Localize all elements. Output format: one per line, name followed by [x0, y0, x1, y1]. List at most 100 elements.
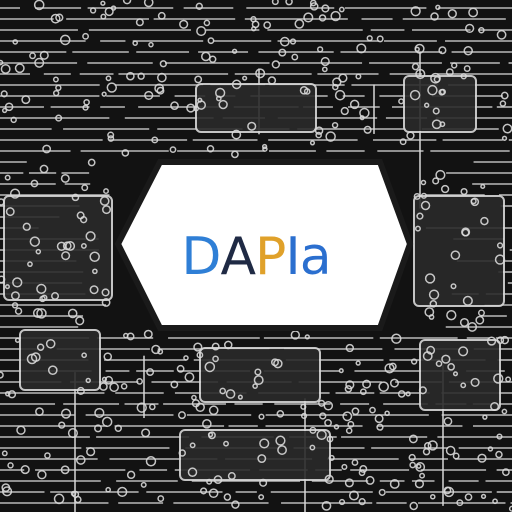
solder-pad [157, 72, 167, 83]
solder-pad [397, 390, 406, 398]
solder-pad [276, 410, 285, 418]
solder-pad [12, 277, 23, 288]
solder-pad [325, 131, 336, 142]
solder-pad [431, 119, 442, 130]
solder-pad [355, 360, 361, 366]
solder-pad [204, 361, 216, 373]
solder-pad [140, 481, 147, 488]
solder-pad [468, 7, 479, 18]
solder-pad [429, 300, 438, 308]
solder-pad [159, 60, 168, 68]
solder-pad [33, 0, 45, 11]
solder-pad [4, 390, 11, 397]
solder-pad [223, 440, 229, 447]
solder-pad [445, 68, 454, 77]
solder-pad [213, 475, 223, 484]
solder-pad [289, 38, 297, 45]
solder-pad [254, 368, 262, 376]
solder-pad [50, 13, 61, 24]
solder-pad [418, 386, 427, 395]
solder-pad [344, 385, 353, 393]
solder-pad [432, 107, 440, 115]
solder-pad [480, 216, 489, 226]
solder-pad [475, 315, 485, 325]
solder-pad [359, 388, 367, 396]
solder-pad [101, 416, 113, 428]
solder-pad [26, 353, 38, 365]
solder-pad [275, 435, 286, 446]
solder-pad [358, 469, 366, 477]
solder-pad [338, 498, 346, 506]
solder-pad [81, 184, 89, 192]
solder-pad [470, 197, 480, 207]
solder-pad [309, 444, 316, 451]
solder-pad [247, 121, 257, 131]
solder-pad [345, 343, 355, 353]
solder-pad [334, 89, 346, 101]
solder-pad [463, 65, 471, 72]
chip-block [419, 339, 501, 411]
solder-pad [36, 343, 45, 351]
solder-pad [318, 14, 327, 22]
solder-pad [271, 0, 279, 6]
solder-pad [151, 136, 159, 144]
solder-pad [103, 352, 113, 361]
solder-pad [71, 490, 80, 498]
solder-pad [82, 104, 89, 111]
solder-pad [101, 376, 108, 382]
solder-pad [109, 382, 119, 393]
solder-pad [356, 43, 367, 54]
solder-pad [101, 288, 110, 297]
solder-pad [0, 371, 4, 379]
solder-pad [9, 188, 21, 199]
solder-pad [399, 138, 407, 146]
solder-pad [1, 107, 8, 114]
solder-pad [347, 420, 355, 428]
solder-pad [86, 447, 96, 457]
solder-pad [378, 488, 386, 496]
solder-pad [120, 383, 128, 390]
solder-pad [126, 332, 135, 341]
solder-pad [424, 273, 436, 284]
solder-pad [342, 411, 353, 422]
solder-pad [22, 222, 31, 231]
solder-pad [419, 472, 426, 479]
solder-pad [389, 378, 399, 388]
solder-pad [414, 479, 425, 489]
solder-pad [348, 490, 360, 501]
solder-pad [304, 334, 310, 340]
solder-pad [271, 60, 281, 69]
solder-pad [177, 411, 186, 420]
solder-pad [422, 447, 431, 456]
solder-pad [89, 7, 97, 14]
solder-pad [193, 342, 203, 352]
solder-pad [253, 375, 264, 386]
solder-pad [183, 355, 189, 361]
solder-pad [0, 63, 11, 74]
solder-pad [189, 442, 196, 449]
solder-pad [458, 346, 469, 357]
solder-pad [107, 131, 115, 139]
solder-pad [197, 97, 203, 103]
solder-pad [231, 79, 242, 90]
solder-pad [428, 289, 440, 300]
solder-pad [20, 464, 30, 475]
solder-pad [409, 461, 416, 469]
solder-pad [480, 183, 486, 190]
solder-pad [83, 98, 90, 106]
solder-pad [99, 382, 108, 391]
solder-pad [422, 351, 433, 361]
solder-pad [4, 284, 10, 290]
solder-pad [136, 377, 143, 385]
solder-pad [143, 0, 154, 8]
solder-pad [482, 414, 488, 420]
solder-pad [107, 135, 115, 142]
solder-pad [463, 46, 473, 56]
solder-pad [345, 427, 353, 434]
solder-pad [345, 380, 355, 390]
solder-pad [316, 429, 327, 441]
solder-pad [267, 76, 277, 85]
solder-pad [374, 414, 384, 424]
solder-pad [16, 425, 26, 435]
